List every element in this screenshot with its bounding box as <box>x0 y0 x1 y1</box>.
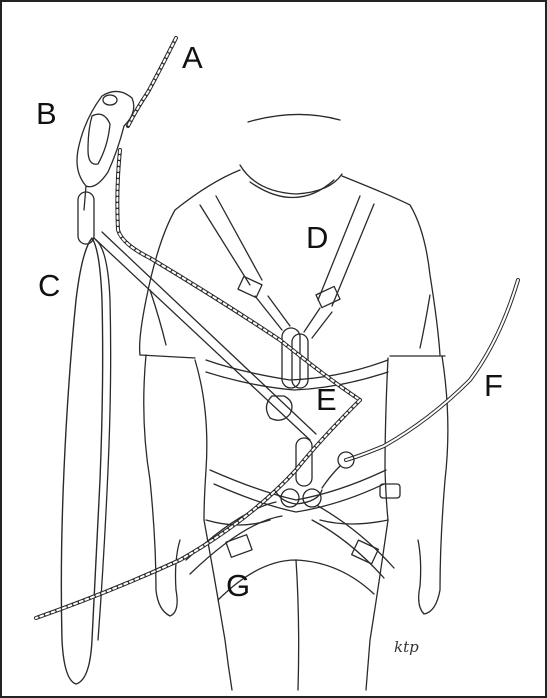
rope-grab-device <box>77 91 134 244</box>
label-g: G <box>226 570 250 601</box>
label-f: F <box>484 370 503 401</box>
main-rope <box>117 38 360 400</box>
sit-harness <box>186 360 400 600</box>
label-c: C <box>38 270 60 301</box>
legs <box>204 520 388 690</box>
label-d: D <box>306 222 328 253</box>
chest-harness <box>200 196 374 338</box>
label-b: B <box>36 98 57 129</box>
artist-signature: ktp <box>394 640 419 655</box>
lanyard <box>61 238 110 684</box>
label-a: A <box>182 42 203 73</box>
arms <box>144 355 448 616</box>
central-connectors <box>266 328 312 486</box>
torso-outline <box>140 114 445 520</box>
label-e: E <box>316 384 337 415</box>
